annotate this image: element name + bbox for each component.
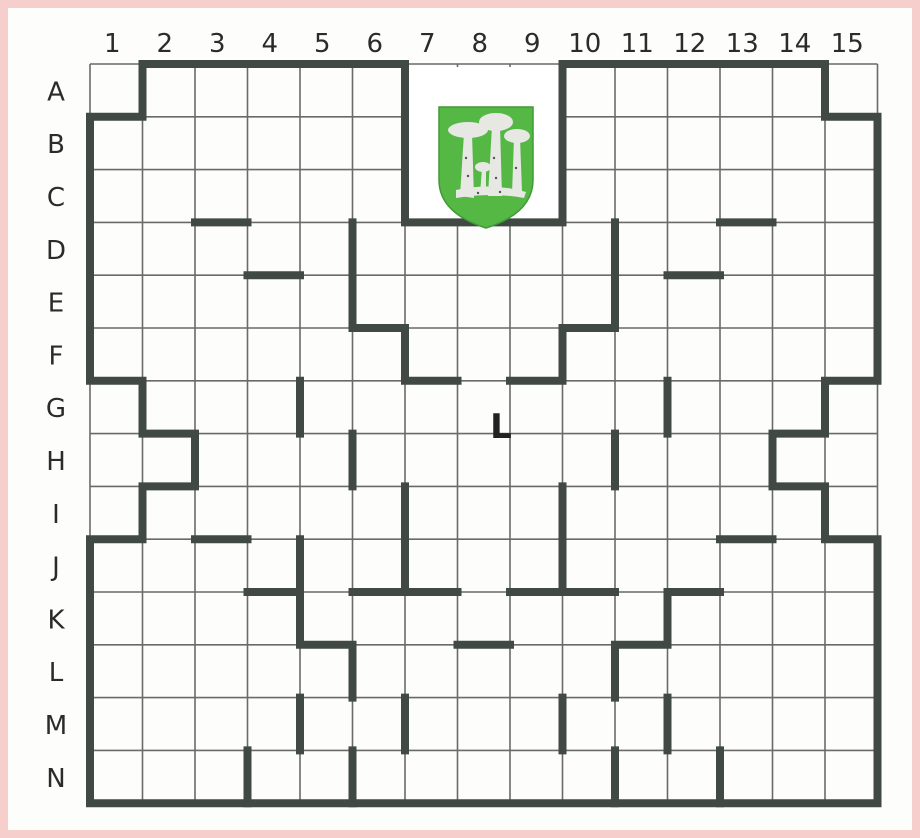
row-label: C xyxy=(47,183,65,213)
maze-wall xyxy=(300,592,353,698)
row-label: F xyxy=(49,341,64,371)
coat-of-arms-icon xyxy=(439,107,533,228)
row-label: K xyxy=(47,605,65,635)
column-label: 6 xyxy=(366,29,383,59)
row-label: B xyxy=(47,130,65,160)
row-label: G xyxy=(46,394,66,424)
center-mark-letter: L xyxy=(490,407,512,447)
row-label: N xyxy=(46,764,65,794)
row-label: M xyxy=(45,711,67,741)
column-label: 7 xyxy=(419,29,436,59)
row-label: E xyxy=(48,289,64,319)
column-label: 12 xyxy=(673,29,706,59)
column-label: 4 xyxy=(261,29,278,59)
column-label: 15 xyxy=(831,29,864,59)
row-label: J xyxy=(50,553,60,583)
column-label: 13 xyxy=(726,29,759,59)
maze-wall xyxy=(615,592,668,698)
column-label: 10 xyxy=(568,29,601,59)
column-label: 1 xyxy=(104,29,121,59)
row-label: H xyxy=(46,447,66,477)
maze-wall xyxy=(248,539,301,592)
column-label: 14 xyxy=(778,29,811,59)
row-label: D xyxy=(46,236,66,266)
column-label: 11 xyxy=(621,29,654,59)
column-label: 9 xyxy=(524,29,541,59)
column-label: 3 xyxy=(209,29,226,59)
column-label: 2 xyxy=(156,29,173,59)
row-label: I xyxy=(52,500,60,530)
row-label: A xyxy=(47,77,65,107)
column-label: 5 xyxy=(314,29,331,59)
row-label: L xyxy=(49,658,64,688)
column-label: 8 xyxy=(471,29,488,59)
